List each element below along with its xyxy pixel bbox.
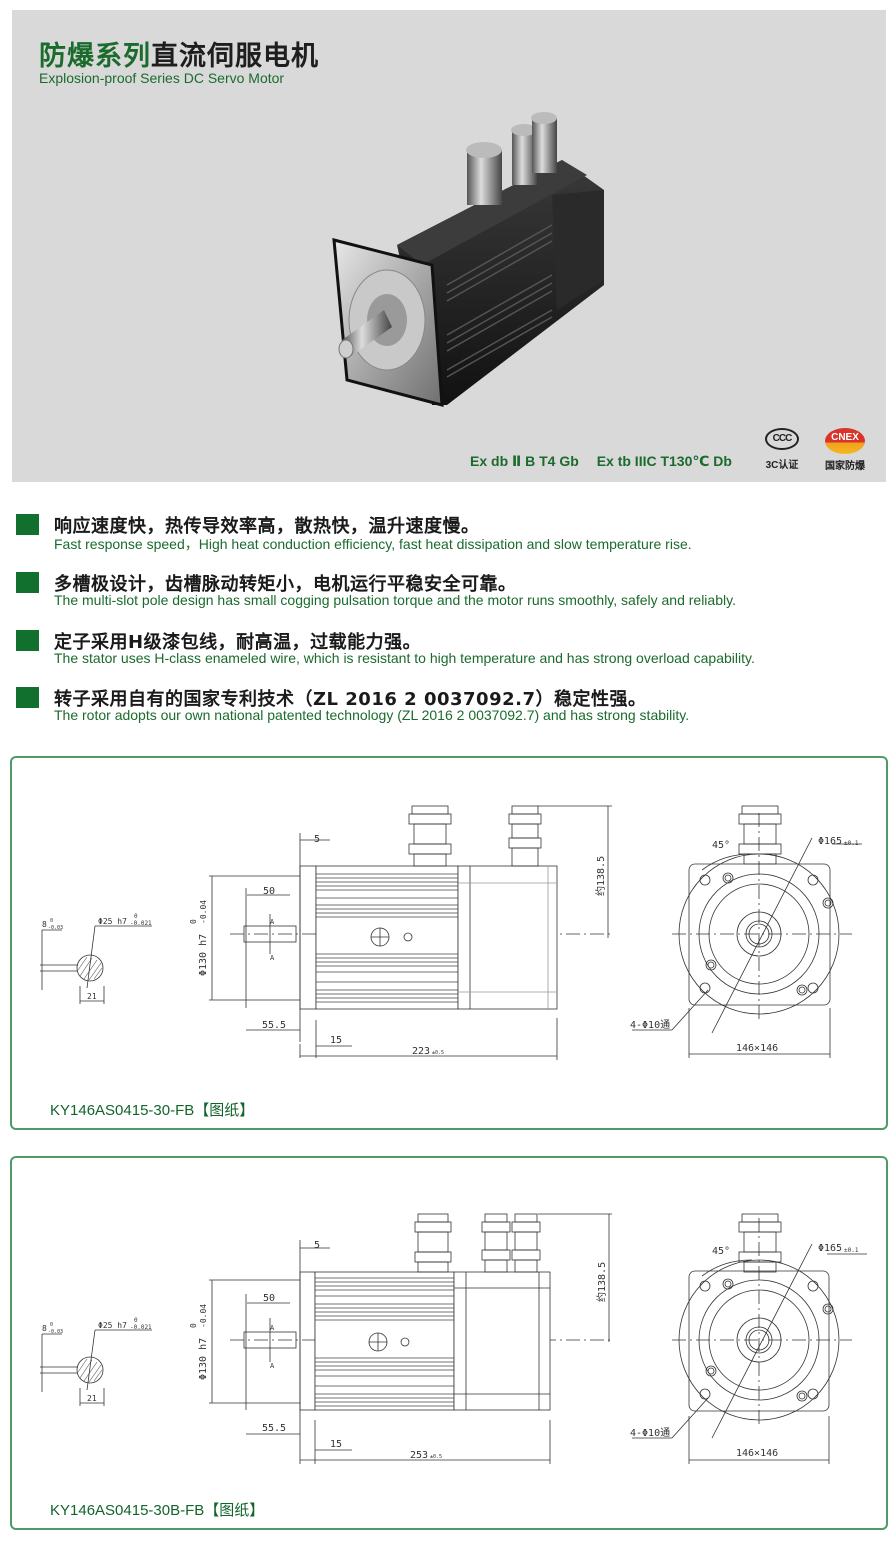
flange-thk-dim: 15 xyxy=(330,1439,342,1450)
spigot-dim: Φ130 h7 xyxy=(198,934,209,976)
model-number: KY146AS0415-30-FB xyxy=(50,1102,195,1119)
page-title: 防爆系列直流伺服电机 xyxy=(39,34,319,73)
svg-text:0: 0 xyxy=(134,913,138,920)
flange-step-dim: 5 xyxy=(314,1240,320,1251)
svg-text:-0.03: -0.03 xyxy=(48,1329,63,1335)
cable-gland-1 xyxy=(408,805,452,867)
svg-text:-0.03: -0.03 xyxy=(48,925,63,931)
title-series: 防爆系列 xyxy=(39,41,151,72)
svg-text:±0.5: ±0.5 xyxy=(432,1050,444,1056)
page-subtitle: Explosion-proof Series DC Servo Motor xyxy=(39,70,285,86)
key-length-dim: 50 xyxy=(263,886,275,897)
drawing-panel-1: 8 0 -0.03 Φ25 h7 0 -0.021 21 xyxy=(10,756,888,1130)
flange-thk-dim: 15 xyxy=(330,1035,342,1046)
flange-step-dim: 5 xyxy=(314,834,320,845)
technical-drawing: 8 0 -0.03 Φ25 h7 0 -0.021 21 xyxy=(40,1213,867,1464)
svg-text:-0.021: -0.021 xyxy=(130,1324,152,1331)
shaft-length-dim: 55.5 xyxy=(262,1423,286,1434)
svg-text:0: 0 xyxy=(50,1322,53,1328)
square-dim: 146×146 xyxy=(736,1448,778,1459)
cnex-label: 国家防爆 xyxy=(825,461,865,472)
cable-gland-1 xyxy=(414,1213,452,1273)
cnex-certification: CNEX 国家防爆 xyxy=(815,428,875,472)
ccc-label: 3C认证 xyxy=(765,460,799,471)
side-view xyxy=(209,1213,612,1464)
technical-drawing: 8 0 -0.03 Φ25 h7 0 -0.021 21 xyxy=(40,805,862,1060)
svg-text:-0.021: -0.021 xyxy=(130,920,152,927)
motor-product-image xyxy=(332,112,604,407)
key-length-dim: 50 xyxy=(263,1293,275,1304)
key-depth-dim: 21 xyxy=(87,1394,97,1403)
key-depth-dim: 21 xyxy=(87,992,97,1001)
holes-dim: 4-Φ10通 xyxy=(630,1019,670,1031)
shaft-length-dim: 55.5 xyxy=(262,1020,286,1031)
svg-text:0: 0 xyxy=(189,1323,198,1328)
feature-zh: 定子采用H级漆包线，耐高温，过载能力强。 xyxy=(54,632,422,653)
pcd-dim: Φ165 xyxy=(818,836,842,847)
rating-dust: Ex tb IIIC T130℃ Db xyxy=(596,453,732,469)
square-dim: 146×146 xyxy=(736,1043,778,1054)
angle-dim: 45° xyxy=(712,1246,730,1257)
drawing-link[interactable]: 【图纸】 xyxy=(204,1502,265,1519)
total-length-dim: 223 xyxy=(412,1046,430,1057)
bullet-square-icon xyxy=(16,572,39,593)
svg-text:A: A xyxy=(270,918,275,926)
shaft-dia-dim: Φ25 h7 xyxy=(98,1321,127,1330)
svg-text:0: 0 xyxy=(50,918,53,924)
title-product: 直流伺服电机 xyxy=(151,41,319,72)
end-view xyxy=(632,1213,867,1464)
feature-zh: 响应速度快，热传导效率高，散热快，温升速度慢。 xyxy=(54,516,480,537)
cable-gland-3 xyxy=(511,1213,541,1273)
drawing-panel-2: 8 0 -0.03 Φ25 h7 0 -0.021 21 xyxy=(10,1156,888,1530)
key-width-dim: 8 xyxy=(42,1324,47,1333)
ccc-certification: CCC 3C认证 xyxy=(760,428,804,471)
spigot-dim: Φ130 h7 xyxy=(198,1338,209,1380)
holes-dim: 4-Φ10通 xyxy=(630,1427,670,1439)
drawing-model-label: KY146AS0415-30B-FB【图纸】 xyxy=(50,1499,264,1520)
pcd-dim: Φ165 xyxy=(818,1243,842,1254)
svg-text:A: A xyxy=(270,954,275,962)
feature-en: The multi-slot pole design has small cog… xyxy=(54,592,736,608)
feature-zh: 多槽极设计，齿槽脉动转矩小，电机运行平稳安全可靠。 xyxy=(54,574,517,595)
bullet-square-icon xyxy=(16,687,39,708)
bullet-square-icon xyxy=(16,630,39,651)
svg-text:±0.5: ±0.5 xyxy=(430,1454,442,1460)
svg-text:0: 0 xyxy=(189,919,198,924)
ccc-logo-icon: CCC xyxy=(765,428,799,450)
cable-gland-2 xyxy=(481,1213,511,1273)
svg-text:-0.04: -0.04 xyxy=(199,1304,208,1328)
svg-text:±0.1: ±0.1 xyxy=(844,840,859,847)
bullet-square-icon xyxy=(16,514,39,535)
svg-text:A: A xyxy=(270,1324,275,1332)
feature-en: The rotor adopts our own national patent… xyxy=(54,707,690,723)
svg-text:0: 0 xyxy=(134,1317,138,1324)
angle-dim: 45° xyxy=(712,840,730,851)
svg-text:±0.1: ±0.1 xyxy=(844,1247,859,1254)
height-dim: 约138.5 xyxy=(594,856,607,896)
drawing-model-label: KY146AS0415-30-FB【图纸】 xyxy=(50,1099,254,1120)
end-view xyxy=(632,805,862,1058)
side-view xyxy=(209,805,612,1060)
total-length-dim: 253 xyxy=(410,1450,428,1461)
feature-en: Fast response speed，High heat conduction… xyxy=(54,536,692,552)
svg-text:A: A xyxy=(270,1362,275,1370)
shaft-section-view xyxy=(40,925,152,1004)
shaft-section-view xyxy=(40,1329,152,1406)
feature-zh: 转子采用自有的国家专利技术（ZL 2016 2 0037092.7）稳定性强。 xyxy=(54,689,647,710)
shaft-dia-dim: Φ25 h7 xyxy=(98,917,127,926)
cable-gland-2 xyxy=(508,805,542,867)
cnex-logo-icon: CNEX xyxy=(825,428,865,454)
hero-banner: 防爆系列直流伺服电机 Explosion-proof Series DC Ser… xyxy=(12,10,886,482)
rating-gas: Ex db Ⅱ B T4 Gb xyxy=(470,453,579,469)
drawing-link[interactable]: 【图纸】 xyxy=(194,1102,255,1119)
svg-text:-0.04: -0.04 xyxy=(199,900,208,924)
height-dim: 约138.5 xyxy=(595,1262,608,1302)
model-number: KY146AS0415-30B-FB xyxy=(50,1502,205,1519)
feature-en: The stator uses H-class enameled wire, w… xyxy=(54,650,755,666)
explosion-proof-ratings: Ex db Ⅱ B T4 Gb Ex tb IIIC T130℃ Db xyxy=(470,453,746,470)
key-width-dim: 8 xyxy=(42,920,47,929)
